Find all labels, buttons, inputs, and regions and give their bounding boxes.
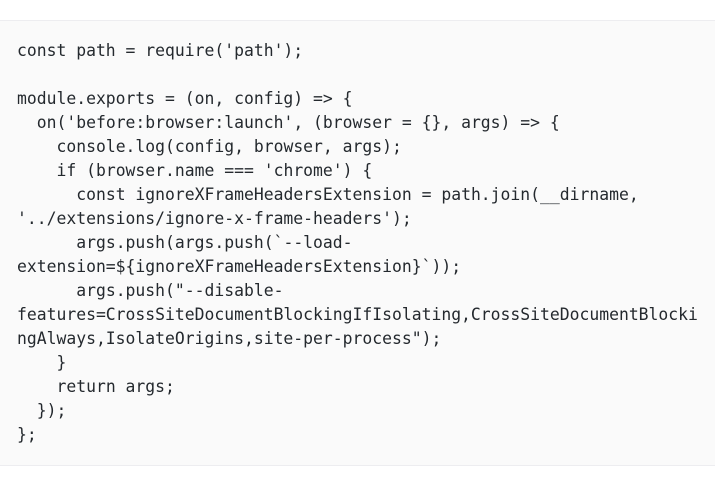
code-snippet-text[interactable]: const path = require('path'); module.exp…: [17, 41, 698, 444]
code-block: const path = require('path'); module.exp…: [0, 20, 715, 466]
bottom-whitespace: [0, 466, 715, 484]
top-whitespace: [0, 0, 715, 20]
